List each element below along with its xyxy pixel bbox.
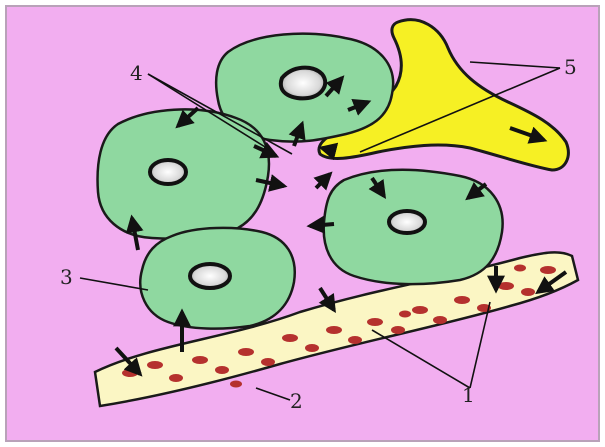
blood-cell [348, 336, 362, 344]
arrow [322, 148, 330, 150]
nucleus-left [150, 160, 186, 184]
blood-cell [498, 282, 514, 290]
blood-cell [169, 374, 183, 382]
nucleus-top [281, 68, 325, 99]
blood-cell [367, 318, 383, 326]
blood-cell [514, 265, 526, 272]
blood-cell [521, 288, 535, 296]
arrow [310, 224, 334, 226]
blood-cell [230, 381, 242, 388]
label-4: 4 [130, 61, 143, 85]
blood-cell [192, 356, 208, 364]
blood-cell [238, 348, 254, 356]
blood-cell [454, 296, 470, 304]
blood-cell [540, 266, 556, 274]
blood-cell [433, 316, 447, 324]
blood-cell [147, 361, 163, 369]
label-2: 2 [290, 389, 303, 413]
nucleus-bottom [190, 264, 230, 288]
label-1: 1 [462, 383, 475, 407]
label-5: 5 [564, 55, 577, 79]
nucleus-right [389, 211, 425, 233]
blood-cell [412, 306, 428, 314]
blood-cell [326, 326, 342, 334]
blood-cell [305, 344, 319, 352]
blood-cell [282, 334, 298, 342]
blood-cell [215, 366, 229, 374]
blood-cell [399, 311, 411, 318]
blood-cell [261, 358, 275, 366]
label-3: 3 [60, 265, 73, 289]
blood-cell [391, 326, 405, 334]
